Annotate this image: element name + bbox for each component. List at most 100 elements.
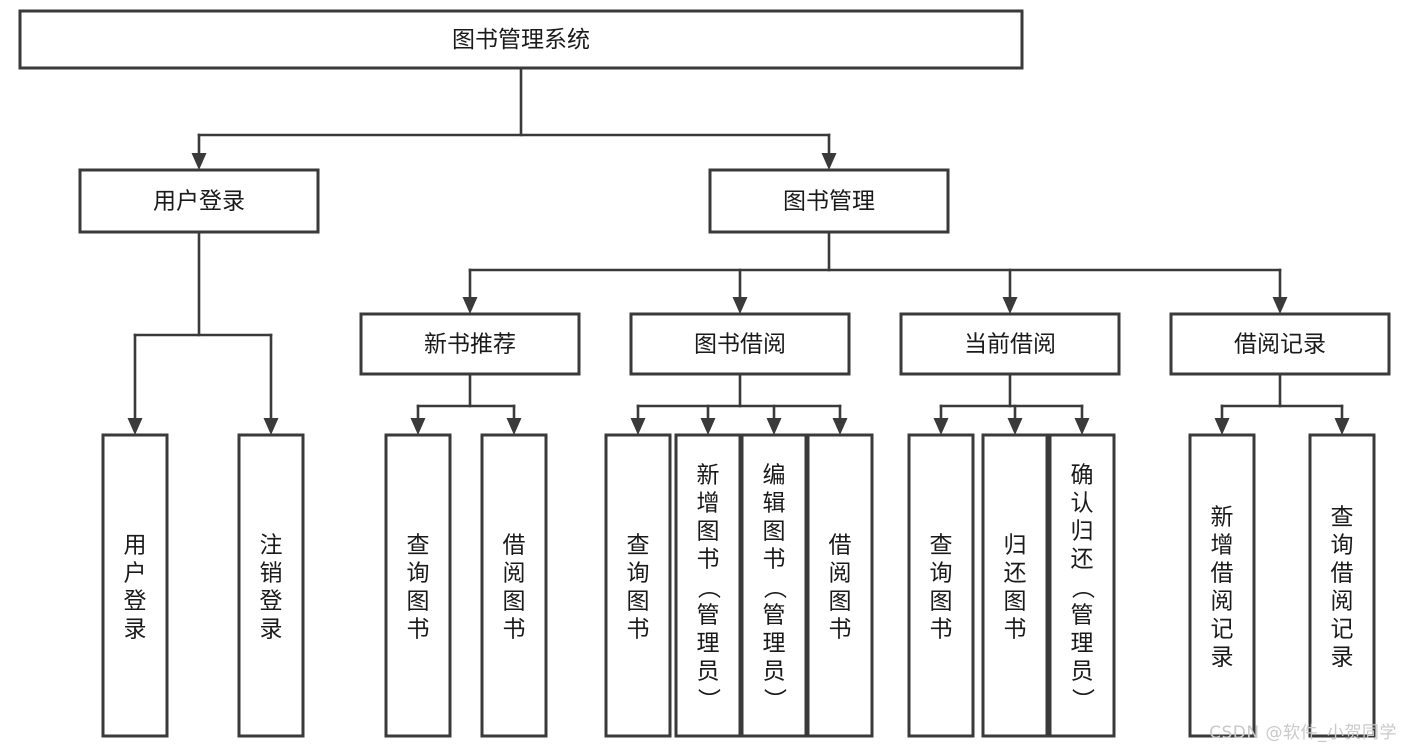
node-box (604, 433, 672, 738)
node-label-char: （ (1069, 576, 1095, 599)
node-box (237, 433, 305, 738)
node-label-char: 新 (697, 463, 720, 489)
node-label-char: 登 (260, 589, 283, 615)
node-box (981, 433, 1049, 738)
node-label-char: 查 (930, 533, 953, 559)
node-label-char: ） (695, 688, 721, 711)
node-label: 借阅记录 (1234, 332, 1326, 358)
node-label-char: 录 (1211, 645, 1234, 671)
node-label: 图书管理系统 (452, 27, 590, 53)
node-l1-book[interactable]: 图书管理 (708, 168, 950, 234)
node-label-char: 理 (763, 631, 786, 657)
node-label-char: 书 (1004, 617, 1027, 643)
node-label-char: 图 (627, 589, 650, 615)
node-box (384, 433, 452, 738)
node-label-char: 图 (407, 589, 430, 615)
node-label-char: 借 (1211, 561, 1234, 587)
watermark: CSDN @软件_小贺同学 (1209, 723, 1397, 743)
node-label: 用户登录 (153, 189, 245, 215)
node-label-char: 用 (124, 533, 147, 559)
node-label-char: 确 (1071, 463, 1094, 489)
node-l2-cur[interactable]: 当前借阅 (899, 312, 1121, 376)
node-label-char: 理 (697, 631, 720, 657)
node-label-char: 书 (763, 547, 786, 573)
node-label-char: 管 (1071, 603, 1094, 629)
node-label-char: 登 (124, 589, 147, 615)
node-l2-borrow[interactable]: 图书借阅 (629, 312, 851, 376)
node-label-char: 管 (697, 603, 720, 629)
node-box (480, 433, 548, 738)
node-label-char: 借 (503, 533, 526, 559)
edge-group-l2_new (410, 372, 522, 435)
node-l1-user[interactable]: 用户登录 (78, 168, 320, 234)
node-label-char: 记 (1211, 617, 1234, 643)
node-box (1308, 433, 1376, 738)
node-label-char: 阅 (1331, 589, 1354, 615)
node-box (359, 312, 581, 376)
node-box (806, 433, 874, 738)
node-label-char: 图 (763, 519, 786, 545)
node-box (629, 312, 851, 376)
edge-group-root (191, 66, 837, 170)
node-label-char: 图 (697, 519, 720, 545)
node-label-char: 书 (829, 617, 852, 643)
node-box (899, 312, 1121, 376)
node-label: 新书推荐 (424, 332, 516, 358)
node-label-char: 增 (1211, 533, 1234, 559)
node-label: 图书借阅 (694, 332, 786, 358)
node-label-char: （ (761, 576, 787, 599)
node-box (1169, 312, 1391, 376)
node-label-char: 图 (1004, 589, 1027, 615)
node-root[interactable]: 图书管理系统 (18, 9, 1024, 70)
edge-group-l2_cur (933, 372, 1090, 435)
node-label-char: 理 (1071, 631, 1094, 657)
node-l2-new[interactable]: 新书推荐 (359, 312, 581, 376)
node-label-char: 管 (763, 603, 786, 629)
node-label-char: 询 (627, 561, 650, 587)
node-box (18, 9, 1024, 70)
node-label-char: 注 (260, 533, 283, 559)
node-box (78, 168, 320, 234)
node-label-char: 书 (503, 617, 526, 643)
node-label-char: 图 (503, 589, 526, 615)
node-label-char: 借 (829, 533, 852, 559)
node-label-char: ） (761, 688, 787, 711)
node-label-char: 员 (1071, 659, 1094, 685)
node-box (1188, 433, 1256, 738)
node-label-char: 增 (697, 491, 720, 517)
node-leaf-user-login[interactable]: 用户登录 (101, 433, 169, 738)
node-box (1048, 433, 1116, 738)
node-label-char: 阅 (1211, 589, 1234, 615)
node-label-char: 书 (697, 547, 720, 573)
node-label-char: 员 (697, 659, 720, 685)
node-label-char: 归 (1004, 533, 1027, 559)
node-box (740, 433, 808, 738)
node-label-char: 查 (627, 533, 650, 559)
node-box (907, 433, 975, 738)
node-label-char: 查 (407, 533, 430, 559)
node-label-char: 录 (124, 617, 147, 643)
node-label: 当前借阅 (964, 332, 1056, 358)
edge-group-l1_user (127, 230, 279, 435)
edge-group-l1_book (462, 230, 1288, 314)
node-label-char: 借 (1331, 561, 1354, 587)
node-label-char: （ (695, 576, 721, 599)
node-label-char: 书 (407, 617, 430, 643)
node-label-char: 归 (1071, 519, 1094, 545)
node-label-char: 图 (930, 589, 953, 615)
node-l2-rec[interactable]: 借阅记录 (1169, 312, 1391, 376)
